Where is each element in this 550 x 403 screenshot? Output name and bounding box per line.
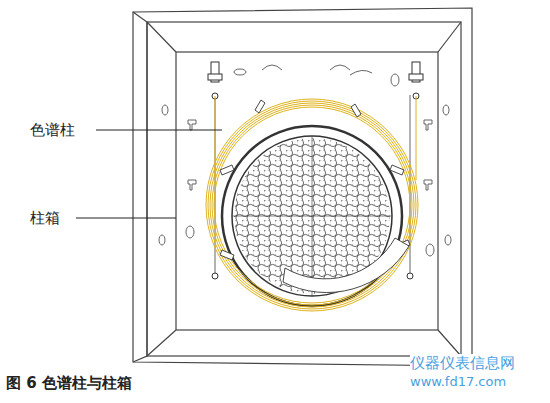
watermark: www.fd17.com [410, 374, 506, 389]
column-coil [206, 96, 418, 311]
oven-housing [133, 8, 472, 366]
part-label: 色谱柱 [30, 121, 75, 140]
part-label: 柱箱 [30, 209, 60, 228]
leader-line [76, 130, 222, 218]
column-hanger [220, 100, 410, 293]
figure-caption: 图 6 色谱柱与柱箱 [6, 374, 132, 393]
watermark: 仪器仪表信息网 [410, 354, 515, 373]
